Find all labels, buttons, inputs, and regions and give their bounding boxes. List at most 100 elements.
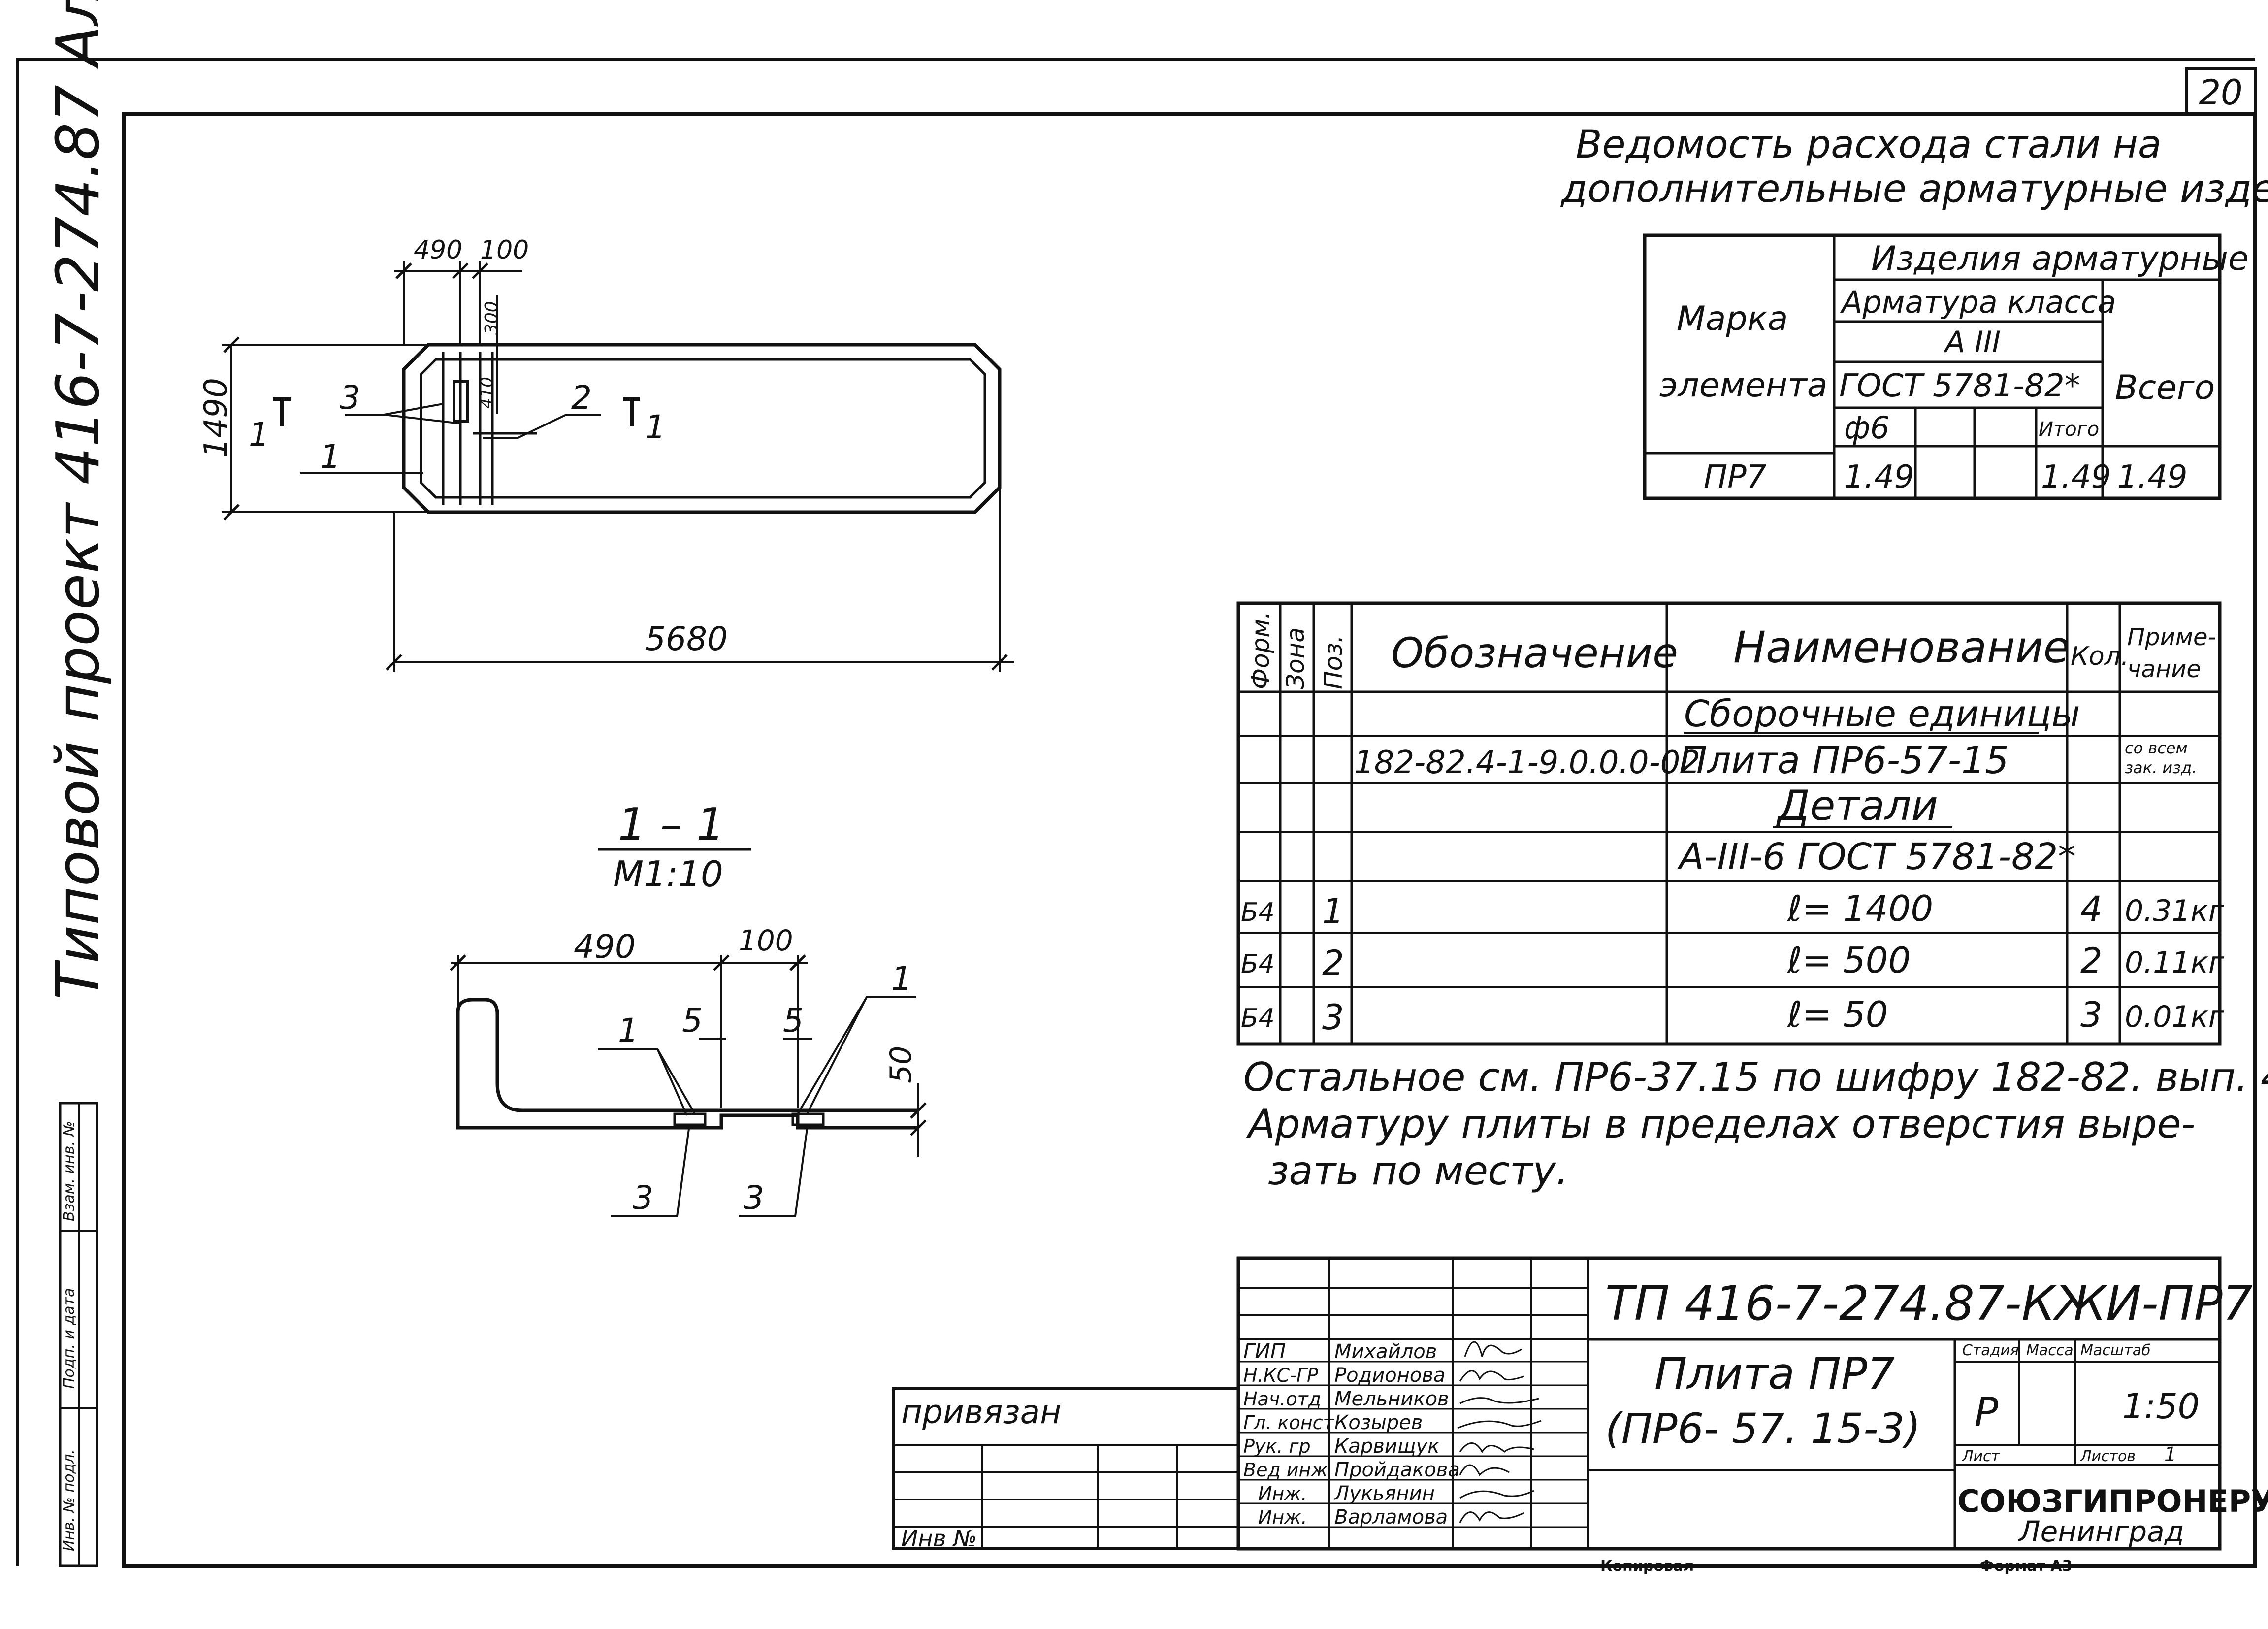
row-total: 1.49 xyxy=(2117,459,2188,495)
hdr-itogo: Итого xyxy=(2039,418,2099,441)
left-strip: Взам. инв. № Подп. и дата Инв. № подл. xyxy=(59,1102,98,1567)
name-1: Родионова xyxy=(1334,1364,1445,1387)
stamp-scale-h: Масштаб xyxy=(2080,1342,2151,1359)
role-1: Н.КС-ГР xyxy=(1243,1365,1318,1386)
name-4: Карвищук xyxy=(1334,1435,1439,1458)
spec-h-name: Наименование xyxy=(1733,622,2070,673)
role-6: Инж. xyxy=(1258,1483,1307,1504)
spec-h-pos: Поз. xyxy=(1319,635,1348,689)
strip-vzam: Взам. инв. № xyxy=(61,1121,78,1221)
stamp-city: Ленинград xyxy=(2018,1515,2184,1548)
stamp-org: СОЮЗГИПРОНЕРУД xyxy=(1957,1483,2268,1519)
spec-row6-pos: 3 xyxy=(1322,997,1344,1038)
plan-dim-300: 300 xyxy=(482,301,502,335)
hdr-total: Всего xyxy=(2115,368,2215,407)
plan-section-right: 1 xyxy=(645,408,666,446)
section-view xyxy=(450,954,927,1217)
hdr-mark-1: Марка xyxy=(1677,299,1788,338)
section-title: 1 – 1 xyxy=(618,799,725,850)
stamp-format: Формат А3 xyxy=(1979,1558,2073,1575)
statement-title-2: дополнительные арматурные изделия, кг xyxy=(1560,167,2268,211)
stamp-mass-h: Масса xyxy=(2026,1342,2074,1359)
strip-inv: Инв. № подл. xyxy=(61,1449,78,1551)
stamp-sheets-h: Листов xyxy=(2080,1448,2136,1465)
sec-dim-50: 50 xyxy=(884,1046,918,1083)
name-0: Михайлов xyxy=(1334,1340,1437,1363)
stamp-stage-h: Стадия xyxy=(1962,1342,2019,1359)
spec-row5-name: ℓ= 500 xyxy=(1786,940,1911,981)
role-7: Инж. xyxy=(1258,1506,1307,1528)
hdr-mark-2: элемента xyxy=(1659,366,1828,405)
spec-row4-pos: 1 xyxy=(1322,891,1344,932)
role-0: ГИП xyxy=(1243,1339,1286,1363)
title-block-rows xyxy=(1238,1361,1588,1528)
hdr-gost: ГОСТ 5781-82* xyxy=(1839,368,2080,404)
spec-row1-name: Плита ПР6-57-15 xyxy=(1679,738,2009,782)
note-line-1: Остальное см. ПР6-37.15 по шифру 182-82.… xyxy=(1243,1054,2268,1100)
spec-row2-name: Детали xyxy=(1776,782,1938,830)
sec-dim-490: 490 xyxy=(574,928,636,966)
spec-row4-note: 0.31кг xyxy=(2125,894,2224,928)
note-line-2: Арматуру плиты в пределах отверстия выре… xyxy=(1246,1101,2195,1147)
note-line-3: зать по месту. xyxy=(1268,1148,1568,1194)
role-2: Нач.отд xyxy=(1243,1388,1321,1410)
spec-row5-form: Б4 xyxy=(1241,949,1275,979)
plan-dim-1490: 1490 xyxy=(198,378,234,458)
stamp-stage: Р xyxy=(1975,1389,1999,1435)
role-3: Гл. конст xyxy=(1243,1412,1335,1434)
spec-row4-form: Б4 xyxy=(1241,898,1275,927)
spec-table xyxy=(1236,601,2222,1046)
row-mark: ПР7 xyxy=(1704,459,1767,495)
spec-row5-note: 0.11кг xyxy=(2125,945,2224,980)
spec-row3-name: А-III-6 ГОСТ 5781-82* xyxy=(1677,836,2076,878)
spec-row4-qty: 4 xyxy=(2080,889,2103,929)
spec-row6-qty: 3 xyxy=(2080,995,2103,1035)
spec-h-note-1: Приме- xyxy=(2127,623,2216,651)
spec-h-note-2: чание xyxy=(2127,655,2201,683)
section-scale: М1:10 xyxy=(613,853,723,895)
name-3: Козырев xyxy=(1334,1411,1423,1434)
hdr-class: Арматура класса xyxy=(1840,284,2116,320)
spec-row5-qty: 2 xyxy=(2080,941,2103,981)
spec-h-qty: Кол. xyxy=(2071,642,2129,671)
spec-row6-name: ℓ= 50 xyxy=(1786,994,1888,1035)
stamp-scale: 1:50 xyxy=(2122,1386,2200,1427)
name-6: Лукьянин xyxy=(1333,1482,1435,1505)
spec-h-form: Форм. xyxy=(1246,611,1275,689)
signatures xyxy=(1457,1341,1542,1523)
statement-title-1: Ведомость расхода стали на xyxy=(1576,123,2162,167)
spec-row6-form: Б4 xyxy=(1241,1004,1275,1033)
spec-row1-note-2: зак. изд. xyxy=(2125,758,2197,777)
spec-h-zone: Зона xyxy=(1281,627,1310,689)
stamp-copied: Копировал xyxy=(1600,1558,1694,1575)
stamp-code: ТП 416-7-274.87-КЖИ-ПР7 xyxy=(1605,1276,2253,1331)
sec-label-1a: 1 xyxy=(618,1011,639,1049)
spec-row0-name: Сборочные единицы xyxy=(1684,693,2080,735)
plan-label-2: 2 xyxy=(571,379,592,417)
plan-dim-490: 490 xyxy=(414,235,462,265)
sec-dim-100: 100 xyxy=(739,924,793,957)
plan-dim-5680: 5680 xyxy=(645,620,728,658)
role-5: Вед инж xyxy=(1243,1459,1328,1481)
spec-row6-note: 0.01кг xyxy=(2125,1000,2224,1034)
hdr-class-val: А III xyxy=(1943,325,2001,359)
sec-dim-5b: 5 xyxy=(783,1002,804,1040)
stamp-bound: привязан xyxy=(901,1393,1061,1431)
sec-dim-5a: 5 xyxy=(682,1002,703,1040)
role-4: Рук. гр xyxy=(1243,1435,1311,1457)
spec-row1-note-1: со всем xyxy=(2125,739,2188,757)
plan-dim-410: 410 xyxy=(477,377,497,409)
hdr-products: Изделия арматурные xyxy=(1871,239,2249,278)
plan-section-left: 1 xyxy=(249,416,269,454)
name-5: Пройдакова xyxy=(1334,1459,1460,1481)
sheet-number: 20 xyxy=(2199,72,2242,113)
row-itogo: 1.49 xyxy=(2041,459,2111,495)
sec-label-3b: 3 xyxy=(744,1179,764,1217)
plan-label-3: 3 xyxy=(340,379,360,417)
title-block xyxy=(892,1256,2222,1551)
hdr-d6: ф6 xyxy=(1844,410,1889,446)
plan-dim-100: 100 xyxy=(480,235,529,265)
stamp-sheets: 1 xyxy=(2164,1443,2176,1466)
row-d6: 1.49 xyxy=(1844,459,1914,495)
sec-label-1b: 1 xyxy=(891,960,912,998)
